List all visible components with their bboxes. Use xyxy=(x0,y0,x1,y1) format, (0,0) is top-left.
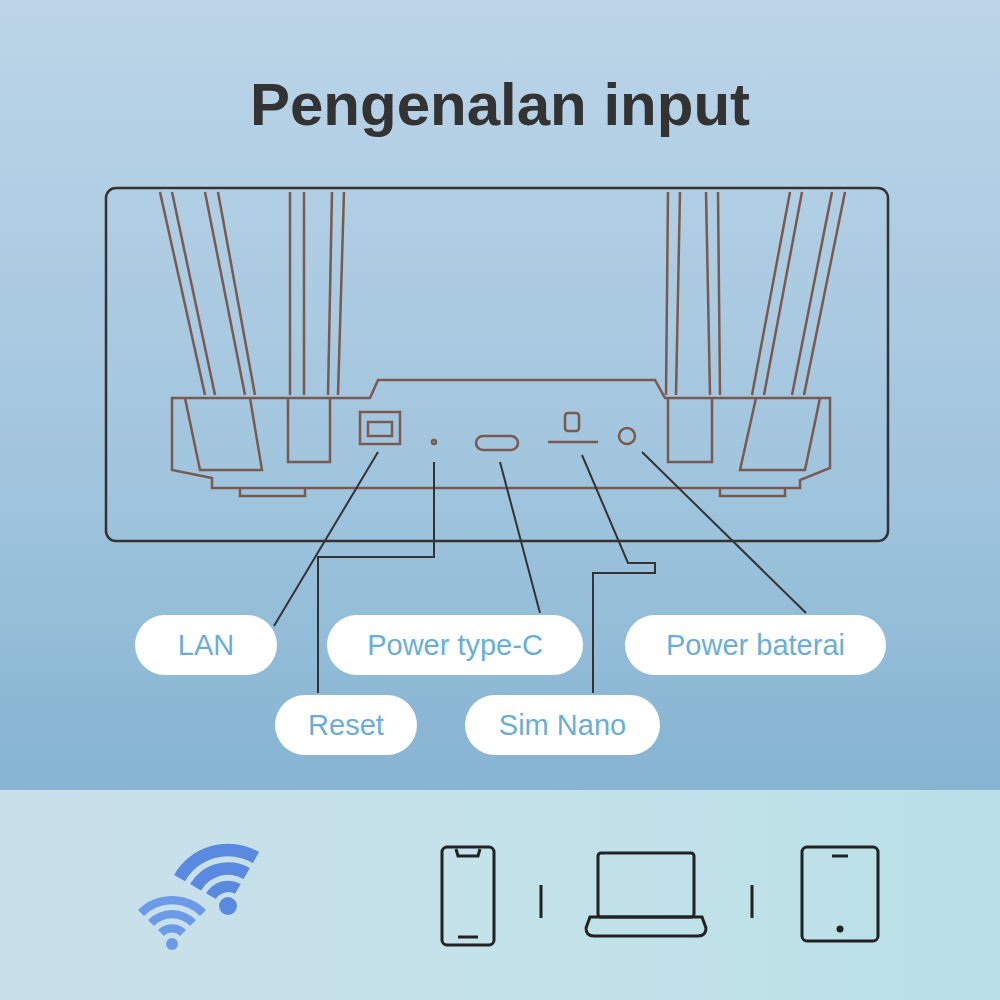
bottom-band xyxy=(0,790,1000,1000)
label-text: LAN xyxy=(178,629,234,662)
port-label: Sim Nano xyxy=(465,695,660,755)
port-label: Power type-C xyxy=(327,615,583,675)
label-text: Power baterai xyxy=(666,629,845,662)
port-label: Reset xyxy=(275,695,417,755)
label-text: Reset xyxy=(308,709,384,742)
port-label: LAN xyxy=(135,615,277,675)
port-label: Power baterai xyxy=(625,615,886,675)
label-text: Power type-C xyxy=(367,629,543,662)
label-text: Sim Nano xyxy=(499,709,626,742)
page-title: Pengenalan input xyxy=(0,70,1000,139)
